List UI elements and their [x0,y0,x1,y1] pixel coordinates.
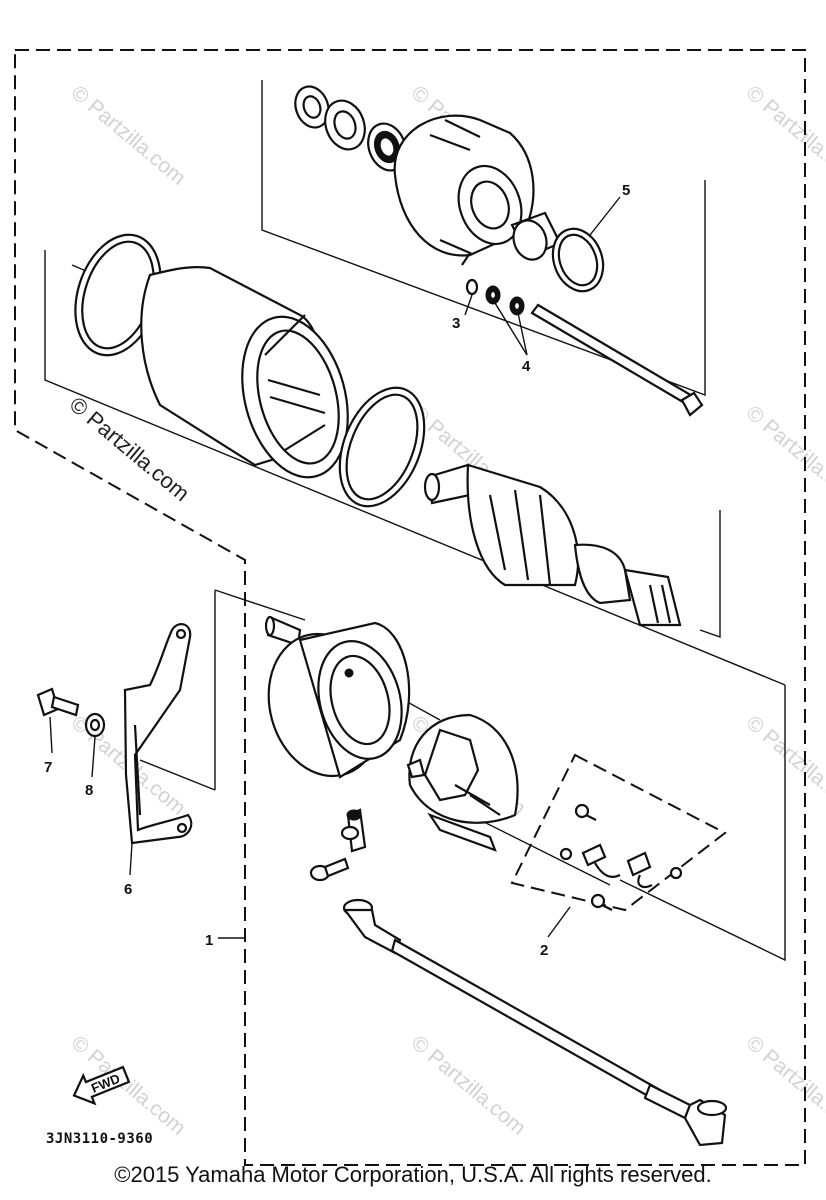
assembly-boundary [14,49,806,1166]
armature [423,463,682,627]
callout-2: 2 [540,942,548,959]
callout-3: 3 [452,315,460,332]
callout-5: 5 [622,182,630,199]
callout-6: 6 [124,881,132,898]
rear-cover [264,615,411,779]
lead-wire [342,898,728,1147]
copyright-notice: ©2015 Yamaha Motor Corporation, U.S.A. A… [114,1162,712,1187]
part-code: 3JN3110-9360 [46,1131,153,1147]
bracket [123,623,193,845]
callout-4: 4 [522,358,531,375]
front-cover-group [294,85,605,293]
callout-7: 7 [44,759,52,776]
callouts: 5 3 4 7 8 6 2 1 [44,182,630,959]
bolt-and-washer [36,687,106,738]
watermark: © Partzilla.com [742,711,826,820]
yoke-housing [140,266,349,479]
watermark: © Partzilla.com [407,1031,530,1140]
callout-8: 8 [85,782,93,799]
brush-set [559,803,683,911]
watermark: © Partzilla.com [742,81,826,190]
watermark: © Partzilla.com [742,1031,826,1140]
washers-and-through-bolt [465,278,704,417]
brush-holder [406,713,519,852]
watermark: © Partzilla.com [67,81,190,190]
terminal-parts [309,808,367,882]
callout-1: 1 [205,932,213,949]
watermark: © Partzilla.com [742,401,826,510]
brush-set-boundary [510,753,727,912]
callout-leaders [49,196,621,939]
